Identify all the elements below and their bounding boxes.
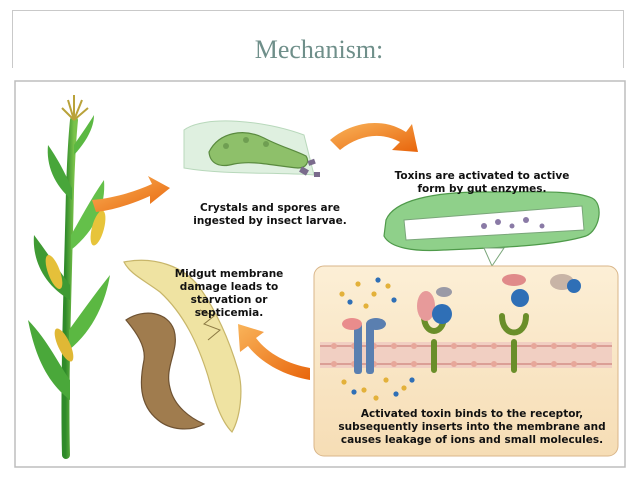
- corn-plant-icon: [28, 95, 110, 459]
- damaged-midgut-icon: [123, 259, 242, 433]
- title-frame: [12, 10, 624, 68]
- mechanism-illustration: [14, 80, 626, 468]
- curved-arrow-icon: [330, 122, 418, 152]
- larva-gut-icon: [383, 191, 600, 268]
- mechanism-figure: Crystals and spores are ingested by inse…: [14, 80, 626, 468]
- curved-arrow-icon: [92, 176, 170, 212]
- membrane-receptor-icon: [313, 265, 619, 457]
- step-ingestion-caption: Crystals and spores are ingested by inse…: [193, 202, 347, 227]
- step-damage-caption: Midgut membrane damage leads to starvati…: [174, 268, 284, 319]
- slide-title: Mechanism:: [254, 35, 384, 64]
- step-binding-caption: Activated toxin binds to the receptor, s…: [338, 408, 606, 446]
- caterpillar-icon: [183, 120, 320, 177]
- curved-arrow-icon: [238, 324, 310, 380]
- step-activation-caption: Toxins are activated to active form by g…: [394, 170, 570, 195]
